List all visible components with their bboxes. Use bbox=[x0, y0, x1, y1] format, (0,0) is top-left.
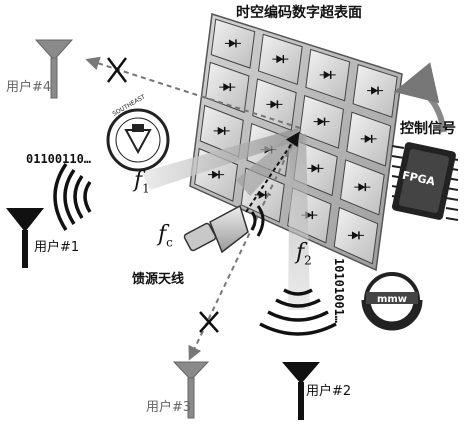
f1-subscript: 1 bbox=[142, 181, 150, 196]
university-seal-logo: SOUTHEAST bbox=[106, 93, 170, 172]
diode-icon bbox=[213, 126, 230, 135]
wave-arcs-f1 bbox=[53, 163, 92, 231]
user3-label: 用户#3 bbox=[146, 400, 192, 415]
antenna-user4-icon bbox=[34, 39, 74, 99]
link-user4-blocked bbox=[85, 56, 301, 129]
feed-horn-antenna-icon bbox=[183, 204, 265, 254]
diode-icon bbox=[319, 70, 336, 79]
diode-icon bbox=[313, 117, 330, 126]
fc-subscript: c bbox=[166, 235, 173, 250]
wave-arcs-f2 bbox=[259, 288, 337, 336]
control-signal-label: 控制信号 bbox=[400, 121, 456, 137]
fc-symbol: f bbox=[158, 222, 167, 247]
user2-label: 用户#2 bbox=[306, 384, 352, 399]
f2-symbol: f bbox=[296, 240, 305, 265]
blocked-cross-user4 bbox=[107, 57, 127, 83]
antenna-user2-icon bbox=[282, 362, 320, 420]
user1-label: 用户#1 bbox=[34, 240, 80, 255]
bitstream-horizontal: 01100110… bbox=[26, 152, 92, 166]
f1-symbol: f bbox=[134, 168, 143, 193]
fpga-chip-icon bbox=[391, 142, 459, 221]
link-feed-to-surface bbox=[245, 131, 300, 213]
diode-icon bbox=[266, 100, 283, 109]
diode-icon bbox=[208, 170, 225, 179]
diode-icon bbox=[224, 39, 241, 48]
antenna-user1-icon bbox=[6, 208, 44, 268]
svg-text:mmw: mmw bbox=[377, 294, 407, 305]
beam-to-user1 bbox=[142, 128, 300, 190]
bitstream-vertical: 10101001… bbox=[332, 258, 346, 324]
diode-icon bbox=[272, 55, 289, 64]
frequency-f2-label: f2 bbox=[296, 240, 312, 267]
diode-icon bbox=[367, 86, 384, 95]
diode-icon bbox=[219, 83, 236, 92]
blocked-cross-user3 bbox=[199, 311, 219, 333]
frequency-f1-label: f1 bbox=[134, 168, 150, 195]
metasurface-title: 时空编码数字超表面 bbox=[236, 5, 362, 21]
control-signal-arrow bbox=[393, 62, 447, 133]
frequency-fc-label: fc bbox=[158, 222, 173, 249]
beam-to-user2 bbox=[288, 134, 310, 310]
antenna-user3-icon bbox=[172, 361, 210, 419]
mmw-logo: mmw bbox=[361, 272, 423, 331]
diode-icon bbox=[360, 134, 377, 143]
diode-icon bbox=[354, 183, 371, 192]
diode-icon bbox=[307, 164, 324, 173]
f2-subscript: 2 bbox=[304, 253, 312, 268]
feed-antenna-label: 馈源天线 bbox=[132, 272, 185, 287]
user4-label: 用户#4 bbox=[6, 80, 52, 95]
diode-icon bbox=[347, 231, 364, 240]
